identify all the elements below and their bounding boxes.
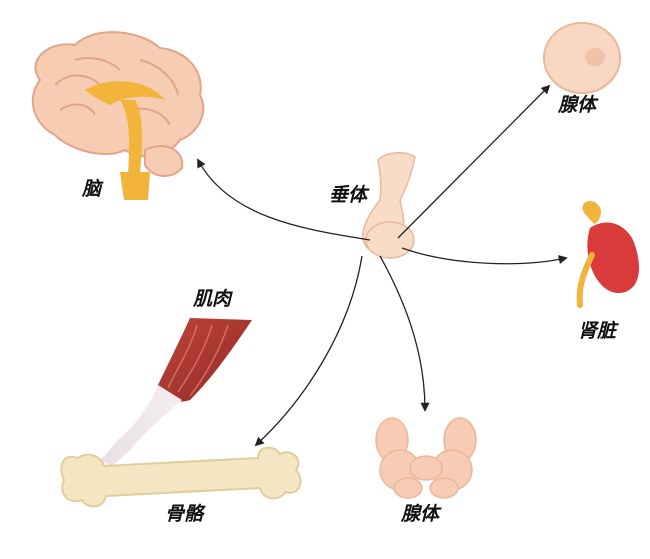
arrows bbox=[197, 84, 568, 447]
arrow-to-gland-top bbox=[397, 84, 551, 239]
label-pituitary: 垂体 bbox=[329, 184, 368, 206]
muscle-illustration bbox=[100, 318, 252, 466]
arrow-to-brain bbox=[197, 158, 371, 241]
brain-illustration bbox=[31, 31, 205, 200]
label-gland-top: 腺体 bbox=[558, 94, 597, 116]
arrow-to-bone bbox=[254, 255, 363, 447]
gland-top-illustration bbox=[543, 22, 621, 94]
label-gland-bottom: 腺体 bbox=[401, 503, 440, 525]
label-muscle: 肌肉 bbox=[193, 288, 232, 310]
pituitary-illustration bbox=[362, 152, 416, 259]
kidney-illustration bbox=[576, 200, 640, 308]
label-bone: 骨骼 bbox=[165, 503, 204, 525]
bone-illustration bbox=[60, 446, 302, 508]
arrow-to-kidney bbox=[401, 247, 568, 265]
arrow-to-thyroid bbox=[379, 255, 430, 412]
label-brain: 脑 bbox=[82, 178, 102, 200]
label-kidney: 肾脏 bbox=[578, 320, 617, 342]
thyroid-illustration bbox=[375, 417, 477, 499]
